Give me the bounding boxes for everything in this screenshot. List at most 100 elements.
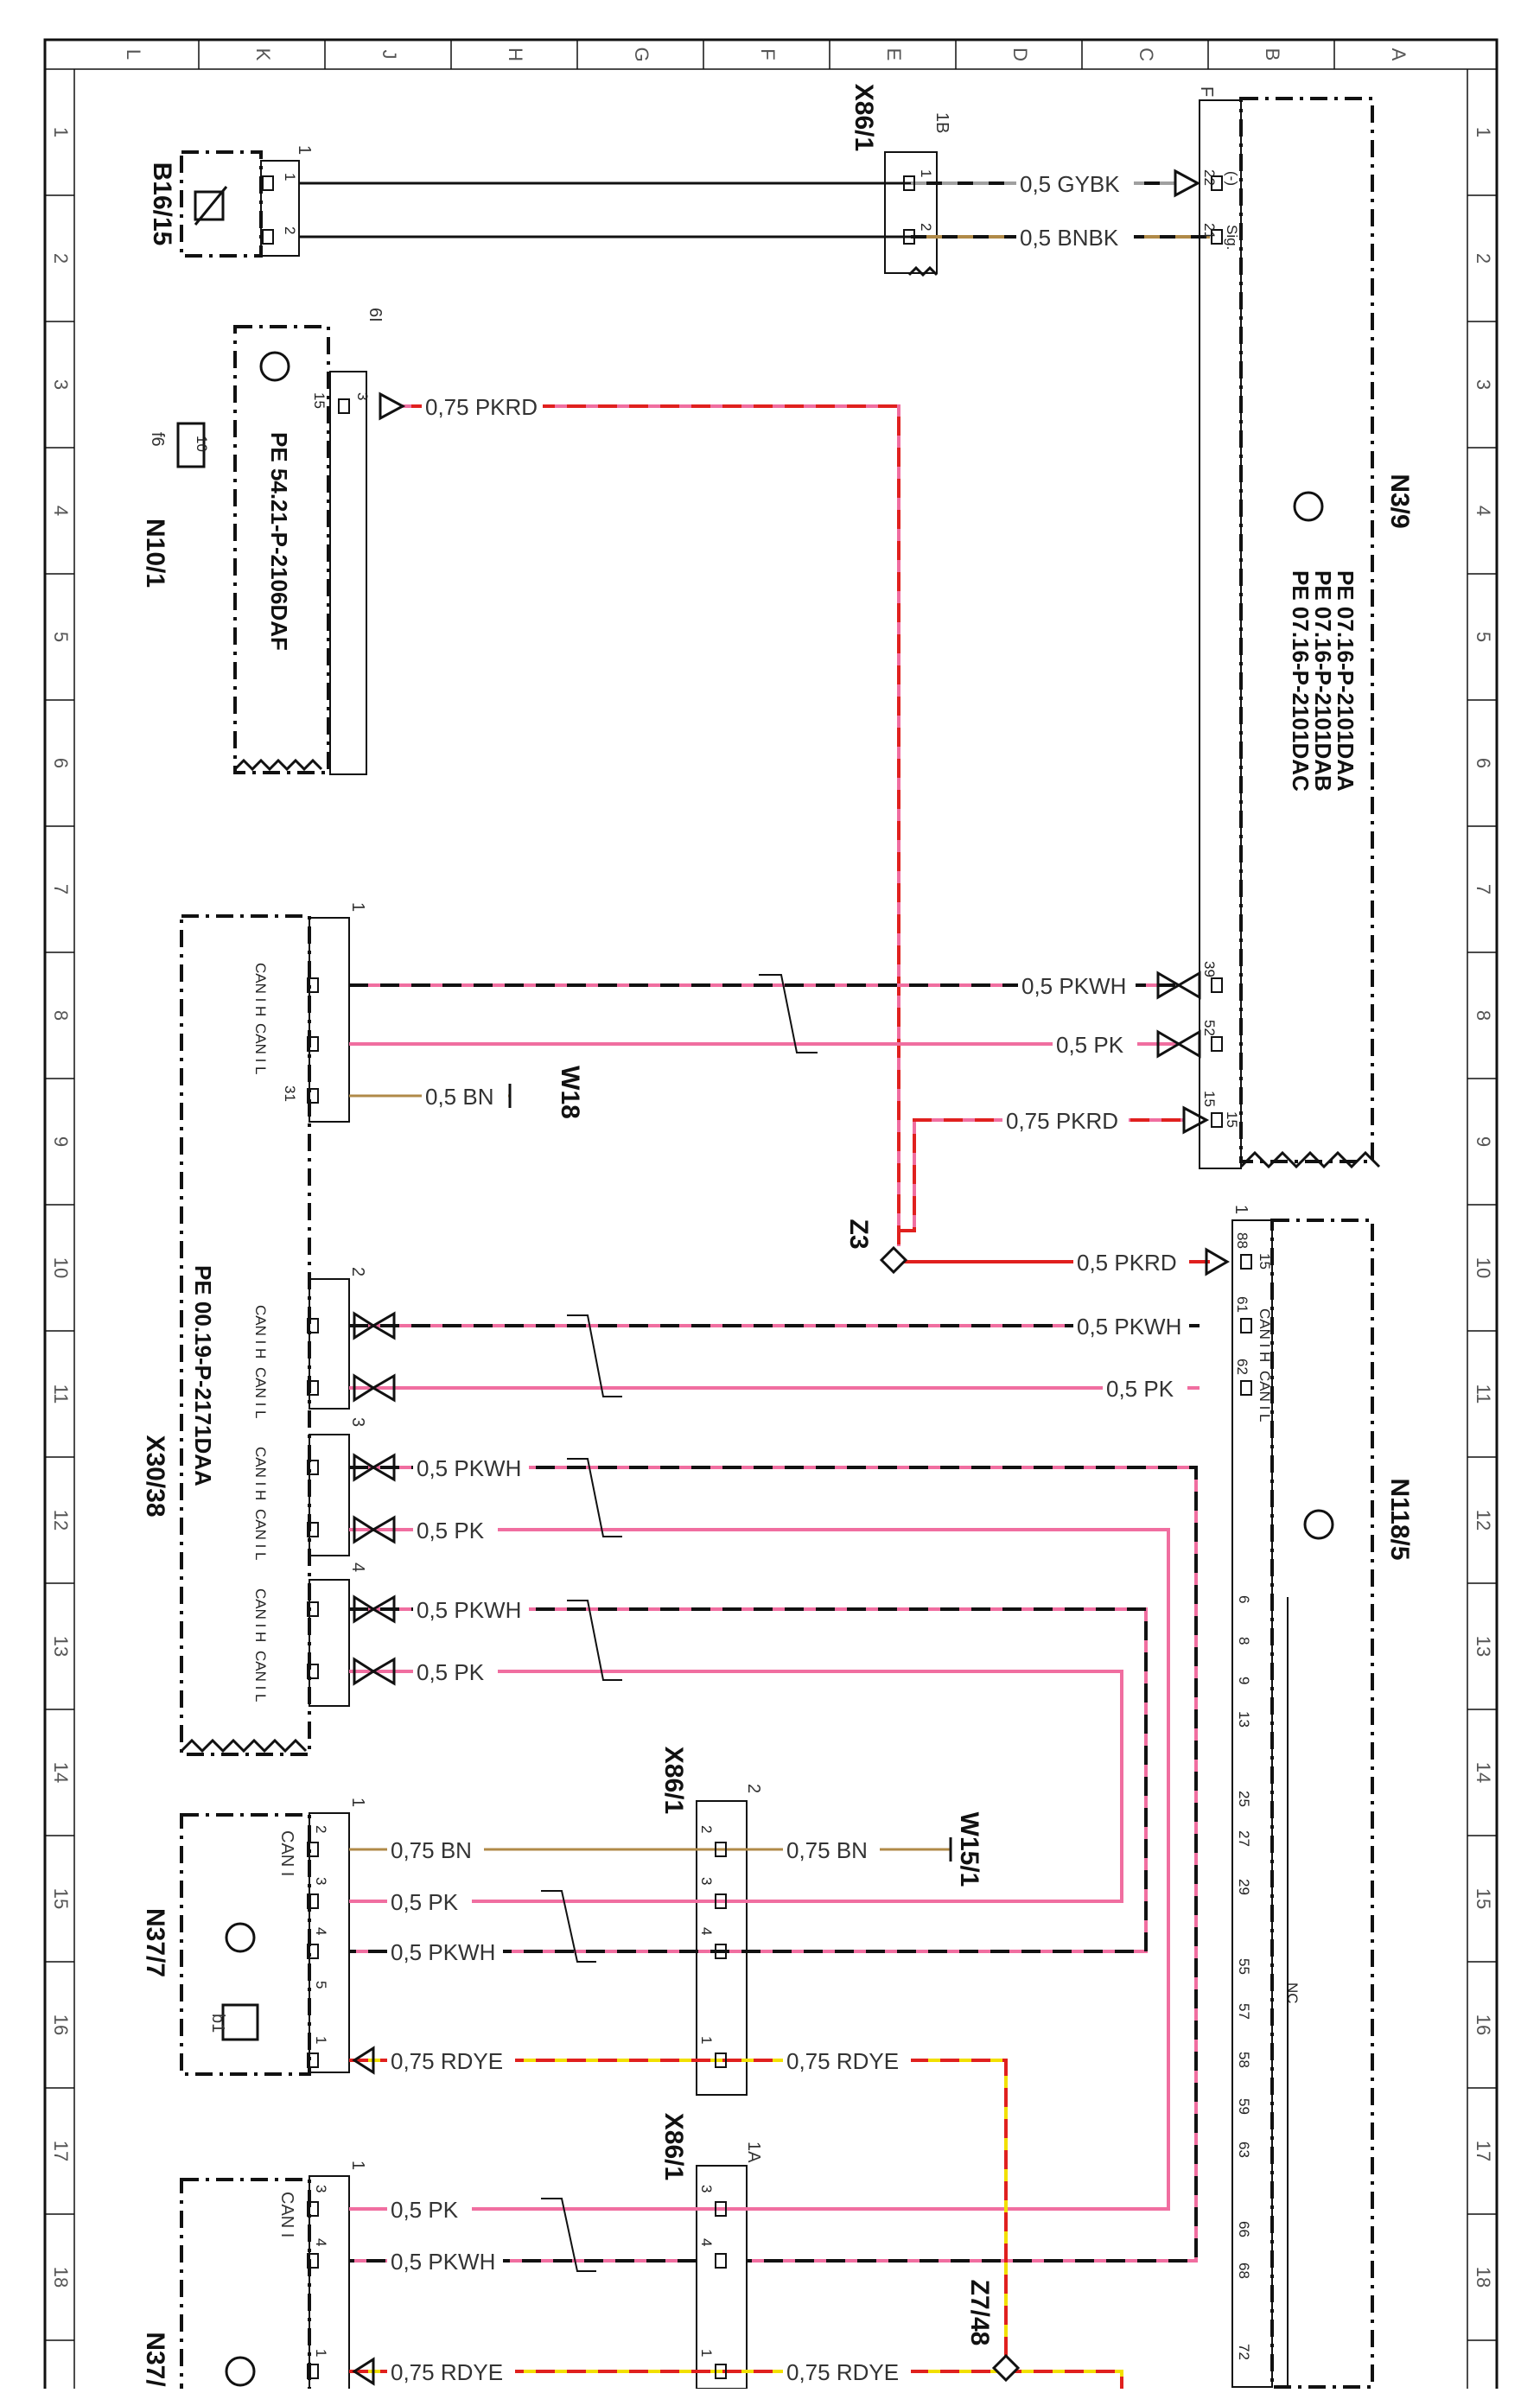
x30-38-can-l-2: CAN I L — [252, 1367, 269, 1419]
row-label-right: 10 — [1473, 1257, 1494, 1278]
column-label-g: G — [631, 47, 652, 61]
n118-5-connector — [1231, 1219, 1273, 2388]
x86-1-bot-pin-3: 3 — [698, 2185, 715, 2193]
row-label-right: 17 — [1473, 2141, 1494, 2161]
row-label-left: 2 — [50, 253, 72, 264]
wire-label-bn-w15: 0,75 BN — [786, 1837, 868, 1863]
wire-label-pkrd-n118: 0,5 PKRD — [1077, 1250, 1177, 1276]
row-label-right: 18 — [1473, 2267, 1494, 2288]
n37-7-pin-3: 3 — [313, 1877, 329, 1885]
wire-pk-grp3 — [349, 1528, 1170, 2211]
sheet-frame — [43, 38, 1499, 2392]
n37-7-pin-5: 5 — [313, 1981, 329, 1989]
n118-5-pin: 59 — [1236, 2098, 1252, 2115]
n3-9-ref-2: PE 07.16-P-2101DAB — [1310, 570, 1336, 792]
n118-5-pin: 25 — [1236, 1791, 1252, 1807]
n37-bottom-group: 1 — [348, 2161, 367, 2170]
control-unit-icons — [176, 186, 1334, 2387]
x30-38-group-1: 1 — [348, 902, 367, 912]
n10-1-connector — [329, 371, 367, 775]
b16-15-label: B16/15 — [148, 162, 176, 246]
wire-label-pk-n3: 0,5 PK — [1056, 1032, 1124, 1058]
x86-1-top-label: X86/1 — [850, 84, 878, 151]
row-label-left: 13 — [50, 1636, 72, 1657]
z7-48-label: Z7/48 — [965, 2280, 994, 2346]
row-labels: 1 2 3 4 5 6 7 8 9 10 11 12 13 14 15 16 1… — [50, 127, 1494, 2288]
wire-label-pkwh-n3: 0,5 PKWH — [1021, 973, 1126, 999]
n3-9-corner: F — [1197, 86, 1216, 97]
n118-5-pin: 29 — [1236, 1879, 1252, 1895]
wire-pkwh-grp4 — [349, 1607, 1148, 1953]
n118-5-pin-62: 62 — [1234, 1359, 1250, 1375]
x30-38-group4 — [309, 1579, 350, 1707]
row-label-right: 15 — [1473, 1888, 1494, 1909]
x30-38-outline — [180, 914, 311, 1756]
n37-7-bus: CAN I — [277, 1830, 296, 1876]
n118-5-pin-group: 1 — [1231, 1205, 1250, 1214]
z3-label: Z3 — [844, 1219, 873, 1249]
w15-1-label: W15/1 — [955, 1812, 983, 1887]
n10-1-fuse: f6 — [148, 432, 167, 447]
row-ruler — [45, 194, 1497, 2341]
wire-label-pkwh-bot: 0,5 PKWH — [391, 2249, 495, 2275]
x86-1-bot-group: 1A — [744, 2142, 763, 2163]
x86-1-top-pin-1: 1 — [918, 169, 934, 177]
n37-7-sensor-icon — [221, 2003, 259, 2041]
wire-label-pkwh-n37: 0,5 PKWH — [391, 1939, 495, 1965]
n118-5-nc-label: NC — [1284, 1982, 1301, 2004]
x86-1-bot-label: X86/1 — [659, 2113, 688, 2180]
n3-9-pin-22-name: (-) — [1224, 171, 1240, 186]
n118-5-pin-62-name: CAN I L — [1257, 1371, 1273, 1422]
n3-9-transistor-icon — [1293, 491, 1324, 522]
n3-9-label: N3/9 — [1385, 474, 1414, 528]
wire-label-pk-n118: 0,5 PK — [1106, 1376, 1174, 1402]
wire-label-rdye-bot-x86: 0,75 RDYE — [786, 2359, 899, 2385]
n118-5-pin: 68 — [1236, 2263, 1252, 2279]
n10-1-fuse-value: 10 — [194, 436, 210, 452]
x86-1-mid-label: X86/1 — [659, 1747, 688, 1814]
row-label-right: 9 — [1473, 1136, 1494, 1147]
n37-bottom-pin-3: 3 — [313, 2185, 329, 2193]
n10-1-fuse-icon — [176, 422, 206, 468]
column-ruler: L K J H G F E D C B A — [123, 40, 1410, 69]
break-lines — [180, 265, 1381, 1753]
column-label-b: B — [1262, 48, 1283, 61]
x86-1-top-connector — [884, 151, 938, 274]
x30-38-group-3: 3 — [348, 1417, 367, 1427]
b16-15-ntc-slash — [194, 186, 228, 226]
ground-bars — [508, 1084, 952, 1862]
row-label-left: 15 — [50, 1888, 72, 1909]
n118-5-pin: 57 — [1236, 2003, 1252, 2020]
wire-label-pkrd-n10: 0,75 PKRD — [425, 394, 538, 420]
n118-5-pin-61: 61 — [1234, 1296, 1250, 1313]
n37-7-pin-4: 4 — [313, 1927, 329, 1935]
wire-label-pk-bot: 0,5 PK — [391, 2197, 459, 2223]
x86-1-bot-pin-4: 4 — [698, 2238, 715, 2246]
n37-7-label: N37/7 — [141, 1908, 169, 1977]
column-label-k: K — [252, 48, 274, 61]
arrow-symbols — [352, 169, 1230, 2386]
column-label-l: L — [123, 49, 144, 60]
x86-1-mid-pin-1: 1 — [698, 2036, 715, 2044]
b16-15-pin-2: 2 — [282, 226, 298, 234]
n118-5-unused-pins: 6 8 9 13 25 27 29 55 57 58 59 63 66 68 7… — [1236, 1595, 1252, 2360]
b16-15-outline — [180, 150, 263, 258]
n118-5-pin: 66 — [1236, 2221, 1252, 2237]
x86-1-top-pin-2: 2 — [918, 223, 934, 231]
n37-7-pin-1: 1 — [313, 2036, 329, 2044]
wire-label-pk-grp3: 0,5 PK — [417, 1518, 485, 1543]
row-label-left: 3 — [50, 379, 72, 390]
n118-5-label: N118/5 — [1385, 1478, 1414, 1560]
row-label-left: 16 — [50, 2014, 72, 2035]
twist-markers — [541, 974, 818, 2272]
row-label-right: 3 — [1473, 379, 1494, 390]
n37-bottom-transistor-icon — [225, 2356, 256, 2387]
n37-bottom-pin-1: 1 — [313, 2349, 329, 2357]
row-label-right: 16 — [1473, 2014, 1494, 2035]
row-label-right: 6 — [1473, 758, 1494, 768]
n118-5-pin: 72 — [1236, 2344, 1252, 2360]
x30-38-label: X30/38 — [141, 1435, 169, 1517]
wire-labels: 0,5 GYBK 0,5 BNBK 0,75 PKRD 0,5 PKWH 0,5… — [387, 171, 1189, 2385]
n118-5-transistor-icon — [1303, 1509, 1334, 1540]
row-label-right: 11 — [1473, 1384, 1494, 1404]
